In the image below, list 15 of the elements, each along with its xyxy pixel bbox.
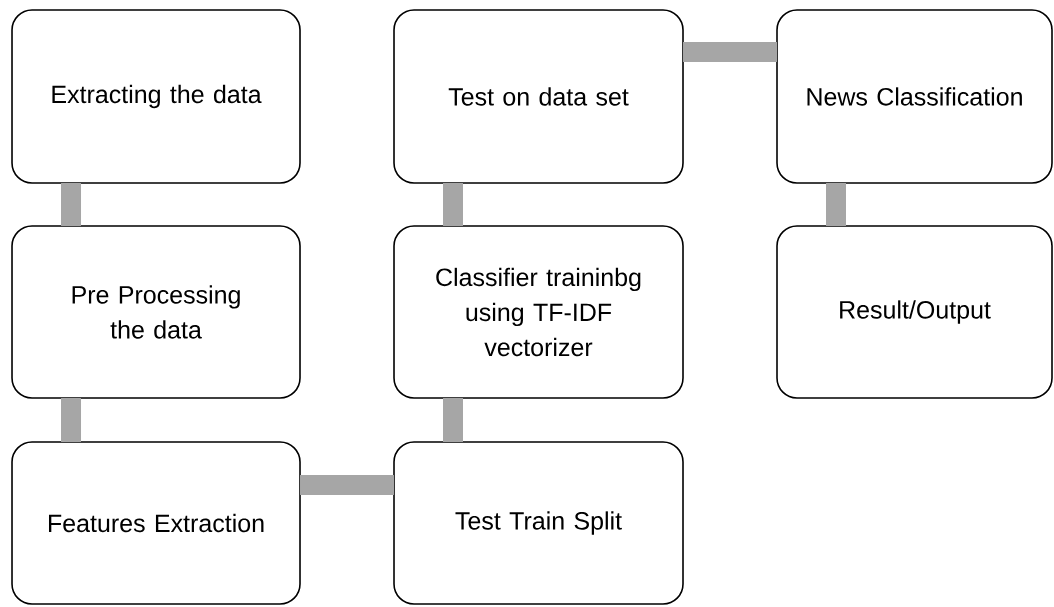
process-box: Test on data set <box>393 9 684 184</box>
process-box: Classifier traininbg using TF-IDF vectorizer <box>393 225 684 399</box>
connector-bar <box>61 183 81 226</box>
connector-bar <box>443 183 463 226</box>
process-box: News Classification <box>776 9 1053 184</box>
process-box: Extracting the data <box>11 9 301 184</box>
connector-bar <box>61 398 81 442</box>
connector-bar <box>826 183 846 226</box>
connector-bar <box>300 475 394 495</box>
process-box: Features Extraction <box>11 441 301 605</box>
connector-bar <box>443 398 463 442</box>
connector-bar <box>683 42 777 62</box>
process-box: Test Train Split <box>393 441 684 605</box>
process-box: Pre Processing the data <box>11 225 301 399</box>
process-box: Result/Output <box>776 225 1053 399</box>
